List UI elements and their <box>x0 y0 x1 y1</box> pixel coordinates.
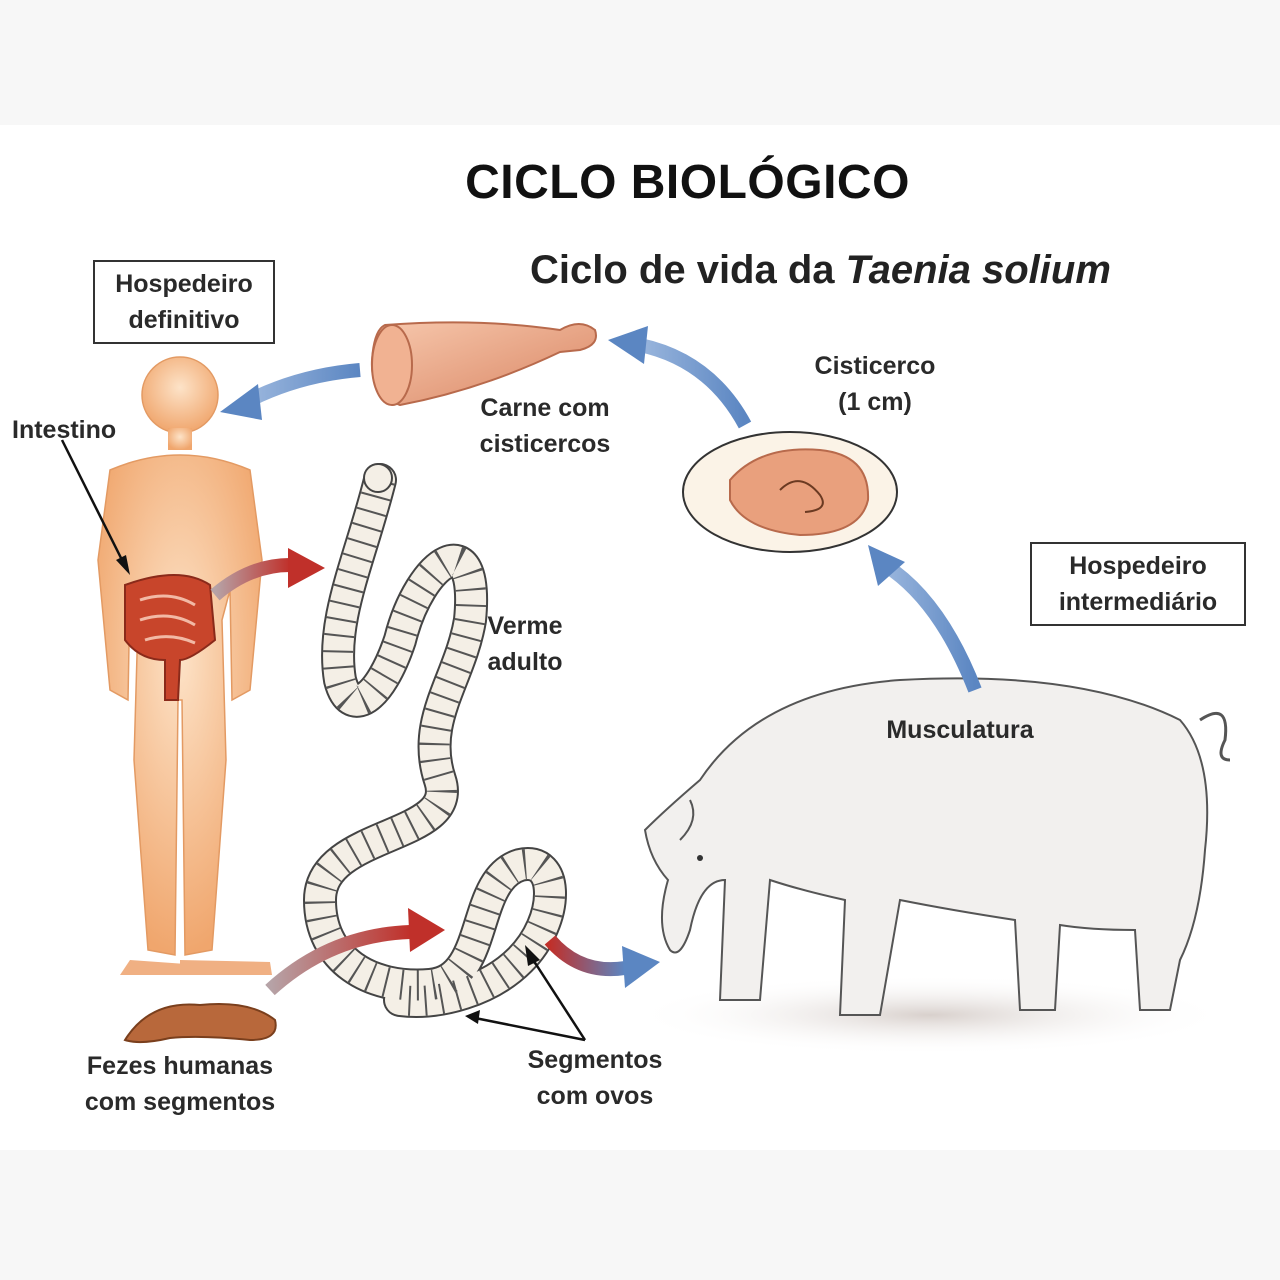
page-title: CICLO BIOLÓGICO <box>465 156 910 209</box>
subtitle: Ciclo de vida da Taenia solium <box>530 248 1111 293</box>
arrow-meat-to-human <box>220 363 361 420</box>
arrow-segments-to-pig <box>544 935 660 988</box>
meat-label-line1: Carne com <box>480 394 610 422</box>
top-margin <box>0 0 1280 125</box>
meat-label-line2: cisticercos <box>479 430 611 458</box>
feces-label-line2: com segmentos <box>84 1088 276 1116</box>
adult-worm-label-line1: Verme <box>487 612 563 640</box>
cysticercus-drawing <box>682 431 898 553</box>
species-name: Taenia solium <box>845 248 1111 292</box>
arrow-feces-to-worm <box>265 908 445 996</box>
host-intermediate-line2: intermediário <box>1058 588 1218 616</box>
feces-label: Fezes humanas com segmentos <box>65 1048 295 1120</box>
host-definitive-line2: definitivo <box>128 306 240 334</box>
segments-label: Segmentos com ovos <box>510 1042 680 1114</box>
arrow-intestine-to-worm <box>210 548 325 601</box>
intestine-label: Intestino <box>12 416 117 444</box>
host-definitive-line1: Hospedeiro <box>115 270 253 298</box>
intestine-pointer <box>60 439 124 561</box>
meat-drawing <box>370 321 597 407</box>
human-figure <box>97 356 272 975</box>
pig-drawing <box>630 677 1231 1055</box>
segments-label-line1: Segmentos <box>527 1046 663 1074</box>
segments-label-line2: com ovos <box>536 1082 654 1110</box>
cysticercus-label: Cisticerco (1 cm) <box>800 348 950 420</box>
segments-pointers <box>465 945 587 1042</box>
subtitle-prefix: Ciclo de vida da <box>530 248 846 292</box>
arrow-pig-to-cyst <box>868 545 982 693</box>
musculature-label: Musculatura <box>886 716 1034 744</box>
cysticercus-label-line2: (1 cm) <box>838 388 912 416</box>
host-intermediate-line1: Hospedeiro <box>1069 552 1207 580</box>
adult-worm-label-line2: adulto <box>487 648 563 676</box>
bottom-margin <box>0 1150 1280 1280</box>
host-intermediate-box: Hospedeiro intermediário <box>1030 542 1246 626</box>
meat-label: Carne com cisticercos <box>470 390 620 462</box>
intestine-drawing <box>124 574 217 701</box>
feces-label-line1: Fezes humanas <box>86 1052 274 1080</box>
adult-worm-label: Verme adulto <box>470 608 580 680</box>
worm-drawing <box>302 463 567 1018</box>
feces-drawing <box>123 1003 277 1044</box>
arrow-cyst-to-meat <box>608 326 752 429</box>
cysticercus-label-line1: Cisticerco <box>814 352 936 380</box>
host-definitive-box: Hospedeiro definitivo <box>93 260 275 344</box>
